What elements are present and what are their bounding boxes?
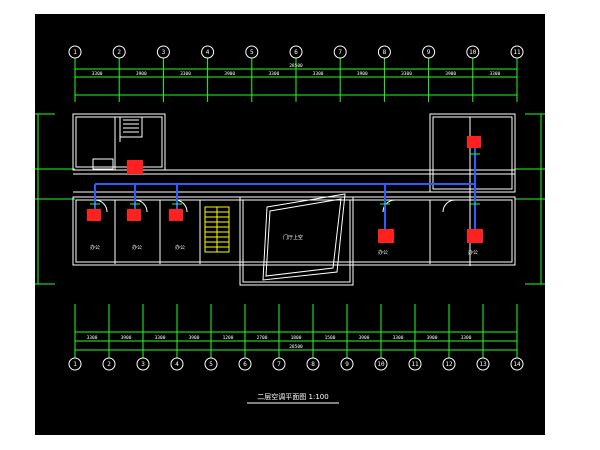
- atrium-void: [239, 193, 354, 286]
- side-wall-stubs: [35, 113, 545, 285]
- top-axis-label: 9: [427, 49, 431, 56]
- room-label-5: 办公: [468, 249, 478, 256]
- bottom-axis-label: 9: [345, 361, 349, 368]
- top-axis-bubble: [422, 45, 436, 59]
- hvac-pipe-run: [94, 144, 476, 234]
- top-axis-label: 3: [162, 49, 166, 56]
- top-axis-bubble: [333, 45, 347, 59]
- bottom-dimension-segment: 3300: [461, 335, 472, 341]
- bottom-dimension-segment: 1500: [325, 335, 336, 341]
- bottom-axis-label: 13: [479, 361, 487, 368]
- bottom-axis-label: 3: [141, 361, 145, 368]
- top-axis-bubble: [156, 45, 170, 59]
- ac-unit: [378, 229, 394, 243]
- bottom-axis-bubble: [442, 357, 456, 371]
- bottom-dimension-segment: 3300: [155, 335, 166, 341]
- bottom-axis-label: 11: [411, 361, 419, 368]
- top-axis-bubble: [510, 45, 524, 59]
- room-label-1: 办公: [90, 244, 100, 251]
- bottom-axis-label: 12: [445, 361, 453, 368]
- top-axis-bubble: [68, 45, 82, 59]
- room-label-4: 办公: [378, 249, 388, 256]
- top-axis-bubble: [201, 45, 215, 59]
- top-dimension-segment: 3300: [180, 71, 191, 77]
- top-axis-label: 1: [73, 49, 77, 56]
- bottom-axis-bubble: [204, 357, 218, 371]
- top-dimension-segment: 3300: [489, 71, 500, 77]
- bottom-dimension-segment: 3900: [427, 335, 438, 341]
- bottom-dimension-segment: 3300: [87, 335, 98, 341]
- bottom-axis-bubble: [510, 357, 524, 371]
- bottom-axis-bubble: [306, 357, 320, 371]
- bottom-dimension-segment: 2700: [257, 335, 268, 341]
- bottom-axis-label: 4: [175, 361, 179, 368]
- room-label-3: 办公: [175, 244, 185, 251]
- floor-plan-drawing: 28500 3300390033003900330033003900330039…: [35, 45, 545, 404]
- top-axis-bubble: [245, 45, 259, 59]
- top-axis-label: 4: [206, 49, 210, 56]
- top-dimension-segment: 3300: [313, 71, 324, 77]
- bottom-dimension-segment: 1200: [223, 335, 234, 341]
- top-axis-bubble: [112, 45, 126, 59]
- bottom-axis-bubble: [102, 357, 116, 371]
- bottom-axis-label: 5: [209, 361, 213, 368]
- bottom-dimension-segment: 3900: [359, 335, 370, 341]
- bottom-axis-bubble: [340, 357, 354, 371]
- building-walls: [72, 113, 516, 266]
- bottom-axis-label: 10: [377, 361, 385, 368]
- bottom-dimension-segment: 1800: [291, 335, 302, 341]
- bottom-axis-bubble: [170, 357, 184, 371]
- ac-unit: [127, 160, 143, 174]
- ac-units: [87, 136, 483, 243]
- bottom-axis-label: 7: [277, 361, 281, 368]
- top-dimension-segment: 3300: [268, 71, 279, 77]
- bottom-axis-label: 2: [107, 361, 111, 368]
- top-axis-bubble: [466, 45, 480, 59]
- bottom-axis-bubble: [374, 357, 388, 371]
- bottom-axis-label: 1: [73, 361, 77, 368]
- bottom-total-dimension: 28500: [289, 344, 303, 350]
- bottom-dimension-segment: 3900: [189, 335, 200, 341]
- top-dimension-segment: 3900: [224, 71, 235, 77]
- top-axis-label: 2: [117, 49, 121, 56]
- top-axis-bubble: [289, 45, 303, 59]
- top-axis-label: 6: [294, 49, 298, 56]
- top-dimension-segment: 3900: [445, 71, 456, 77]
- staircase: [204, 206, 230, 253]
- top-dimension-segment: 3900: [357, 71, 368, 77]
- ac-unit: [169, 209, 183, 221]
- bottom-axis-bubble: [408, 357, 422, 371]
- bottom-axis-bubble: [272, 357, 286, 371]
- bottom-dimension-segment: 3300: [393, 335, 404, 341]
- bottom-axis-label: 6: [243, 361, 247, 368]
- top-axis-label: 7: [338, 49, 342, 56]
- room-label-hall: 门厅上空: [283, 234, 303, 241]
- bottom-axis-label: 14: [513, 361, 521, 368]
- room-label-2: 办公: [132, 244, 142, 251]
- drawing-title: 二层空调平面图 1:100: [257, 392, 328, 401]
- bottom-axis-label: 8: [311, 361, 315, 368]
- top-dimension-segment: 3300: [92, 71, 103, 77]
- top-axis-label: 11: [513, 49, 521, 56]
- top-axis-bubble: [377, 45, 391, 59]
- ac-unit: [467, 229, 483, 243]
- top-axis-label: 8: [383, 49, 387, 56]
- top-axis-label: 10: [469, 49, 477, 56]
- top-dimension-segment: 3900: [136, 71, 147, 77]
- top-dimension-chain: 28500 3300390033003900330033003900330039…: [68, 45, 524, 102]
- bottom-axis-bubble: [476, 357, 490, 371]
- bottom-dimension-segment: 3900: [121, 335, 132, 341]
- cad-drawing-frame: 28500 3300390033003900330033003900330039…: [35, 14, 545, 435]
- bottom-axis-bubble: [68, 357, 82, 371]
- bottom-axis-bubble: [238, 357, 252, 371]
- top-dimension-segment: 3300: [401, 71, 412, 77]
- ac-unit: [467, 136, 481, 148]
- bottom-axis-bubble: [136, 357, 150, 371]
- ac-unit: [87, 209, 101, 221]
- pipe-tap-markers: [90, 153, 480, 205]
- top-axis-label: 5: [250, 49, 254, 56]
- ac-unit: [127, 209, 141, 221]
